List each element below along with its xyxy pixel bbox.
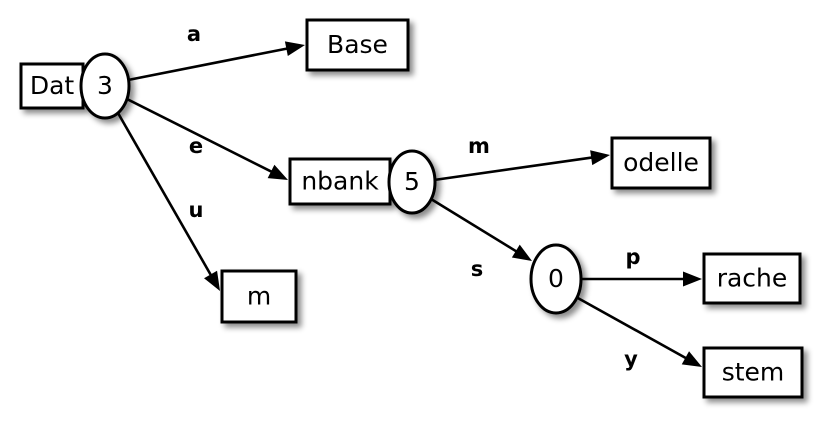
edge-p[interactable] <box>581 271 702 287</box>
node-label-nStem: stem <box>722 358 785 387</box>
node-label-nOdelle: odelle <box>623 148 699 177</box>
node-ellipse-label-n0: 0 <box>548 264 564 293</box>
node-label-n5: nbank <box>301 167 379 196</box>
node-text-nOdelle: odelle <box>623 148 699 177</box>
node-ellipse-label-n5: 5 <box>404 167 420 196</box>
node-label-nRache: rache <box>717 264 788 293</box>
node-n5[interactable] <box>288 149 437 215</box>
node-text-n5: nbank 5 <box>301 167 420 197</box>
edge-a[interactable] <box>127 41 305 82</box>
node-rect-nStem <box>702 346 804 399</box>
edge-labels-layer: Dat 3 Base nbank 5 m odelle 0 rache stem a e u m s p y <box>30 22 787 387</box>
node-nRache[interactable] <box>702 252 802 305</box>
edges-layer <box>116 41 702 367</box>
edge-line-a <box>127 46 292 82</box>
arrow-head-p <box>683 271 702 287</box>
arrow-head-e <box>267 164 288 180</box>
arrow-head-m <box>590 150 610 166</box>
node-rect-n3 <box>19 62 85 110</box>
node-rect-nRache <box>702 252 802 305</box>
edge-u[interactable] <box>116 112 220 291</box>
node-text-n3: Dat 3 <box>30 71 113 100</box>
edge-label-y: y <box>624 347 638 371</box>
edge-e[interactable] <box>126 97 288 180</box>
node-nOdelle[interactable] <box>610 136 712 190</box>
edge-s[interactable] <box>430 197 532 261</box>
node-nBase[interactable] <box>305 18 410 72</box>
node-ellipse-n3 <box>79 52 131 120</box>
node-rect-nM <box>220 269 298 324</box>
node-label-n3: Dat <box>30 71 75 100</box>
node-label-nM: m <box>247 282 271 311</box>
arrow-head-u <box>204 270 220 291</box>
edge-label-e: e <box>189 134 203 158</box>
node-text-nRache: rache <box>717 264 788 293</box>
node-n0[interactable] <box>529 243 583 315</box>
node-ellipse-label-n3: 3 <box>97 71 113 100</box>
node-nM[interactable] <box>220 269 298 324</box>
arrow-head-a <box>284 41 305 57</box>
edge-line-e <box>126 97 277 175</box>
edge-m[interactable] <box>433 150 610 182</box>
node-text-nBase: Base <box>327 30 388 59</box>
edge-label-p: p <box>625 245 640 269</box>
edge-line-m <box>433 155 597 182</box>
edge-y[interactable] <box>575 295 702 367</box>
edge-label-u: u <box>189 198 204 222</box>
edge-label-a: a <box>187 22 201 46</box>
node-text-nM: m <box>247 282 271 311</box>
edge-line-u <box>116 112 215 280</box>
arrow-head-s <box>511 244 532 261</box>
edge-line-y <box>575 295 691 362</box>
edge-label-m: m <box>468 134 490 158</box>
node-nStem[interactable] <box>702 346 804 399</box>
nodes-layer <box>19 18 804 399</box>
node-rect-nOdelle <box>610 136 712 190</box>
edge-label-s: s <box>471 257 484 281</box>
node-rect-nBase <box>305 18 410 72</box>
node-ellipse-n0 <box>529 243 583 315</box>
edge-line-s <box>430 197 521 255</box>
node-label-nBase: Base <box>327 30 388 59</box>
node-n3[interactable] <box>19 52 131 120</box>
node-text-n0: 0 <box>548 264 564 293</box>
node-ellipse-n5 <box>387 149 437 215</box>
node-text-nStem: stem <box>722 358 785 387</box>
arrow-head-y <box>681 351 702 367</box>
